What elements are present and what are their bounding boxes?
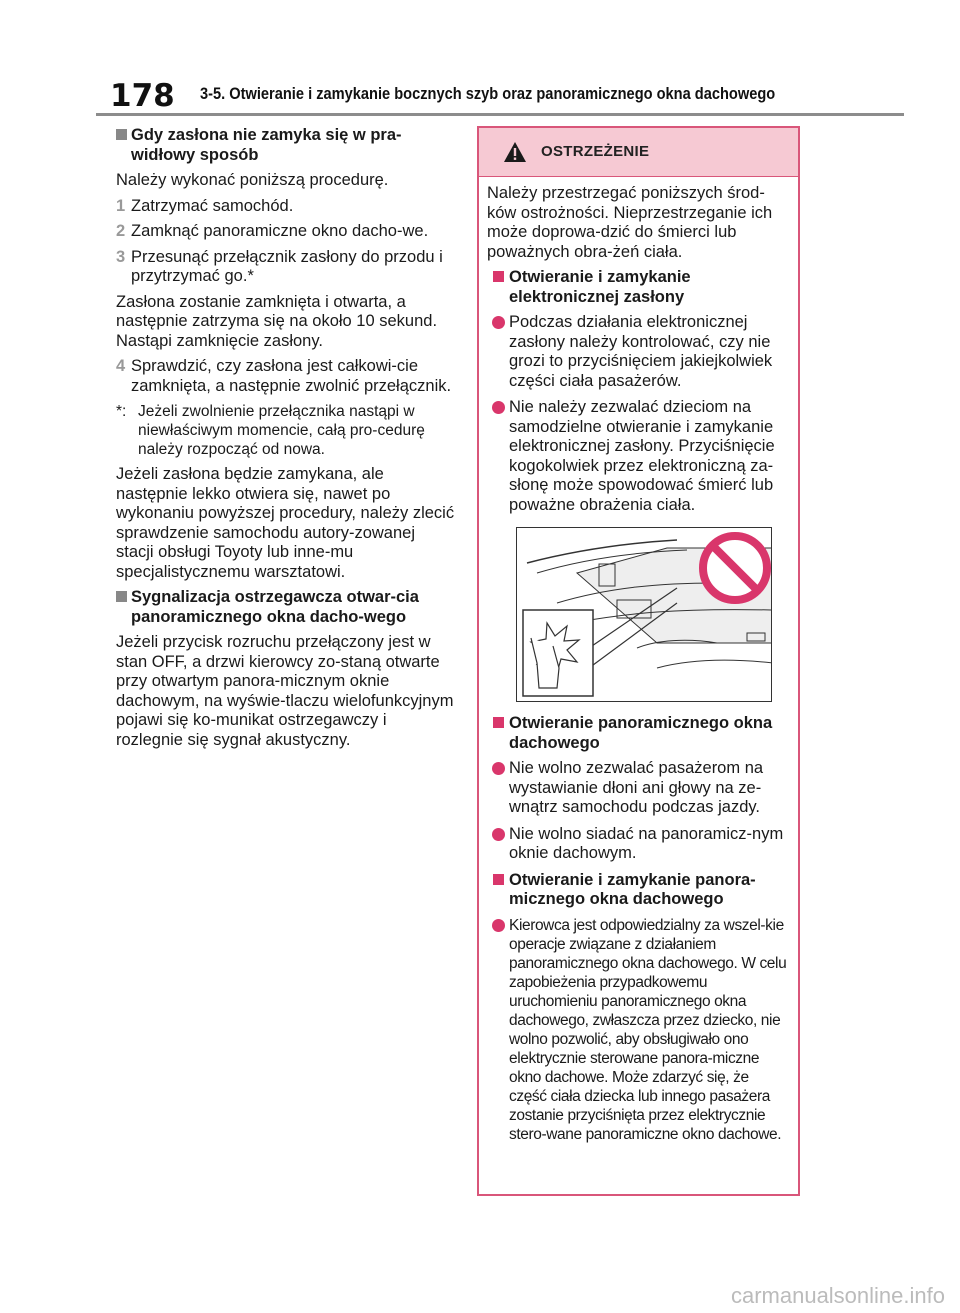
round-bullet-icon (492, 762, 505, 775)
round-bullet-icon (492, 918, 505, 932)
warning-bullet: Nie wolno zezwalać pasażerom na wystawia… (487, 759, 790, 818)
square-bullet-icon (116, 591, 127, 602)
paragraph: Zasłona zostanie zamknięta i otwarta, a … (116, 292, 438, 350)
square-bullet-icon (116, 129, 127, 140)
step-number: 3 (116, 247, 126, 266)
square-bullet-icon (493, 873, 504, 885)
warning-subheading: Otwieranie i zamykanie panora-micznego o… (487, 871, 790, 910)
paragraph: Jeżeli przycisk rozruchu przełączony jes… (116, 633, 454, 749)
warning-triangle-icon (504, 142, 526, 162)
round-bullet-icon (492, 401, 505, 414)
step-item: 1 Zatrzymać samochód. (116, 197, 456, 217)
header-divider (96, 113, 904, 116)
warning-body: Należy przestrzegać poniższych środ-ków … (479, 177, 798, 1144)
step-number: 4 (116, 357, 126, 375)
step-text: Zatrzymać samochód. (131, 196, 294, 215)
paragraph: Należy wykonać poniższą procedurę. (116, 171, 389, 189)
heading-curtain-malfunction: Gdy zasłona nie zamyka się w pra-widłowy… (116, 126, 456, 165)
page-header: 178 3-5. Otwieranie i zamykanie bocznych… (96, 78, 904, 118)
square-bullet-icon (493, 271, 504, 282)
step-number: 2 (116, 222, 126, 240)
warning-header: OSTRZEŻENIE (479, 128, 798, 177)
step-text: Sprawdzić, czy zasłona jest całkowi-cie … (131, 357, 452, 395)
heading-roof-open-warning: Sygnalizacja ostrzegawcza otwar-cia pano… (116, 588, 456, 627)
warning-bullet: Podczas działania elektronicznej zasłony… (487, 313, 790, 391)
roof-illustration-drawing (517, 528, 771, 701)
round-bullet-icon (492, 827, 505, 841)
step-item: 4 Sprawdzić, czy zasłona jest całkowi-ci… (116, 357, 456, 396)
step-item: 2 Zamknąć panoramiczne okno dacho-we. (116, 222, 456, 242)
warning-bullet: Kierowca jest odpowiedzialny za wszel-ki… (487, 916, 790, 1144)
warning-box: OSTRZEŻENIE Należy przestrzegać poniższy… (477, 126, 800, 1196)
illustration-hand-in-roof (516, 527, 772, 702)
step-item: 3 Przesunąć przełącznik zasłony do przod… (116, 248, 456, 287)
step-number: 1 (116, 196, 126, 215)
left-column: Gdy zasłona nie zamyka się w pra-widłowy… (116, 126, 456, 756)
footnote: *: Jeżeli zwolnienie przełącznika nastąp… (116, 402, 456, 459)
warning-intro: Należy przestrzegać poniższych środ-ków … (487, 184, 773, 261)
page-number: 178 (110, 78, 175, 114)
round-bullet-icon (492, 316, 505, 329)
footnote-text: Jeżeli zwolnienie przełącznika nastąpi w… (138, 403, 425, 458)
warning-title: OSTRZEŻENIE (541, 143, 650, 160)
paragraph: Jeżeli zasłona będzie zamykana, ale nast… (116, 465, 455, 581)
warning-bullet: Nie wolno siadać na panoramicz-nym oknie… (487, 825, 790, 864)
footnote-mark: *: (116, 403, 127, 420)
warning-bullet: Nie należy zezwalać dzieciom na samodzie… (487, 398, 790, 515)
warning-subheading: Otwieranie panoramicznego okna dachowego (487, 714, 790, 753)
section-title: 3-5. Otwieranie i zamykanie bocznych szy… (200, 84, 776, 103)
square-bullet-icon (493, 717, 504, 728)
step-text: Przesunąć przełącznik zasłony do przodu … (131, 247, 443, 286)
step-text: Zamknąć panoramiczne okno dacho-we. (131, 222, 429, 240)
watermark: carmanualsonline.info (730, 1283, 945, 1308)
warning-subheading: Otwieranie i zamykanie elektronicznej za… (487, 268, 790, 307)
